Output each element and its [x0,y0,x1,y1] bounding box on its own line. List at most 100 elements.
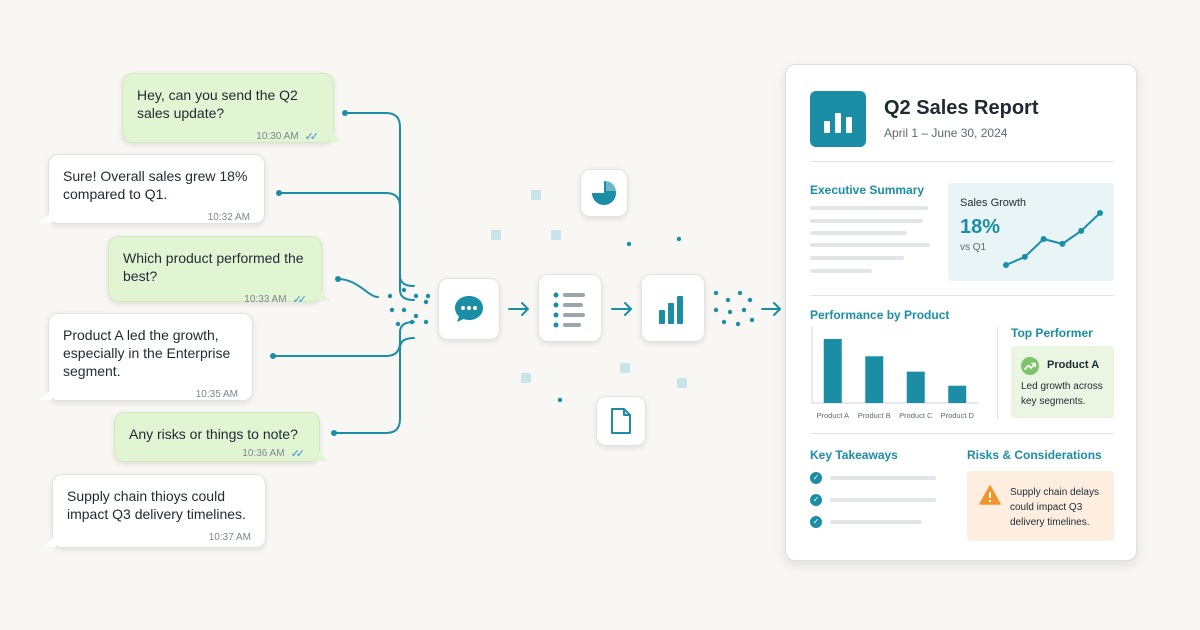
message-time: 10:36 AM [242,448,285,459]
chat-message-received: Sure! Overall sales grew 18% compared to… [40,154,265,224]
particle-dot [413,313,419,319]
sales-growth-value: 18% [960,216,1001,238]
connector-line [272,321,415,357]
message-text: Which product performed the best? [123,250,304,284]
placeholder-text-line [830,476,936,480]
read-receipt-icon: ✓✓ [304,131,320,143]
bar [948,385,967,403]
tick-label: Product A [816,411,849,420]
executive-summary-title: Executive Summary [810,183,925,197]
particle-dot [741,307,747,313]
sparkline-point [1097,210,1103,216]
message-text: Any risks or things to note? [129,426,298,442]
placeholder-text-line [830,498,936,502]
particle-dot [425,293,431,299]
warning-icon [979,485,1001,505]
chat-message-received: Supply chain thioys could impact Q3 deli… [44,474,266,548]
bar [906,371,925,403]
particle-dot [557,397,563,403]
particle-square [677,378,687,388]
arrow-icon [508,302,529,316]
arrow-icon [761,302,781,316]
connector-dot [331,430,337,436]
particle-dot [747,297,753,303]
particle-dot [713,290,719,296]
particle-square [521,373,531,383]
message-time: 10:33 AM [244,294,287,305]
particle-dot [721,319,727,325]
sales-report-card: Q2 Sales Report April 1 – June 30, 2024 … [785,64,1137,561]
particle-dot [387,293,393,299]
sales-growth-panel: Sales Growth 18% vs Q1 [948,183,1114,281]
particle-dot [395,321,401,327]
message-text: Supply chain thioys could impact Q3 deli… [67,488,246,522]
tick-label: Product D [941,411,975,420]
message-time: 10:30 AM [256,131,299,142]
arrow-icon [611,302,632,316]
particle-square [620,363,630,373]
bulleted-list-icon [553,292,585,328]
particle-dot [423,319,429,325]
bubble-tail [44,535,56,547]
placeholder-text-line [830,520,922,524]
key-takeaways-title: Key Takeaways [810,448,898,462]
risks-title: Risks & Considerations [967,448,1102,462]
chat-message-sent: Any risks or things to note? 10:36 AM ✓✓ [114,412,328,462]
pie-chart-icon [592,181,616,205]
floating-pie-card [580,169,628,217]
read-receipt-icon: ✓✓ [290,448,306,460]
particle-dot [727,309,733,315]
placeholder-text-line [810,269,872,273]
chat-message-received: Product A led the growth, especially in … [40,313,253,401]
risk-text: Supply chain delays could impact Q3 deli… [1010,487,1099,528]
chat-bubble-icon [455,296,483,322]
bubble-tail [40,211,52,223]
bar [865,356,884,403]
pipeline-step-chart [641,274,705,342]
bubble-tail [40,388,52,400]
tick-label: Product B [858,411,891,420]
bar-chart-icon [810,91,866,147]
message-text: Product A led the growth, especially in … [63,327,231,379]
particle-dot [409,319,415,325]
sales-growth-sparkline [1003,210,1103,268]
check-icon: ✓ [810,516,822,528]
particle-square [551,230,561,240]
particle-square [491,230,501,240]
report-title: Q2 Sales Report [884,97,1039,119]
divider [810,295,1114,296]
placeholder-text-line [810,219,923,223]
connector-line [344,112,415,287]
tick-label: Product C [899,411,933,420]
placeholder-text-line [810,206,928,210]
particle-dot [749,317,755,323]
top-performer-panel: Product A Led growth across key segments… [1011,346,1114,418]
sales-growth-comparison: vs Q1 [960,242,987,253]
pipeline-step-chat [438,278,500,340]
document-icon [611,408,631,434]
top-performer-description: Led growth across key segments. [1021,381,1103,407]
particle-dot [737,290,743,296]
sparkline-point [1059,240,1066,247]
sparkline-point [1003,262,1009,268]
particle-dot [413,293,419,299]
sparkline-line [1005,212,1101,266]
particle-dot [626,241,632,247]
connector-dot [276,190,282,196]
divider [810,161,1114,162]
particle-dot [423,299,429,305]
bubble-tail [316,449,328,461]
message-text: Sure! Overall sales grew 18% compared to… [63,168,248,202]
check-icon: ✓ [810,472,822,484]
particle-square [531,190,541,200]
connector-line [333,337,415,434]
connector-dot [335,276,341,282]
check-icon: ✓ [810,494,822,506]
connector-line [337,278,379,298]
message-time: 10:37 AM [208,532,251,543]
placeholder-text-line [810,231,907,235]
particle-dot [713,307,719,313]
message-text: Hey, can you send the Q2 sales update? [137,87,298,121]
read-receipt-icon: ✓✓ [292,294,308,306]
